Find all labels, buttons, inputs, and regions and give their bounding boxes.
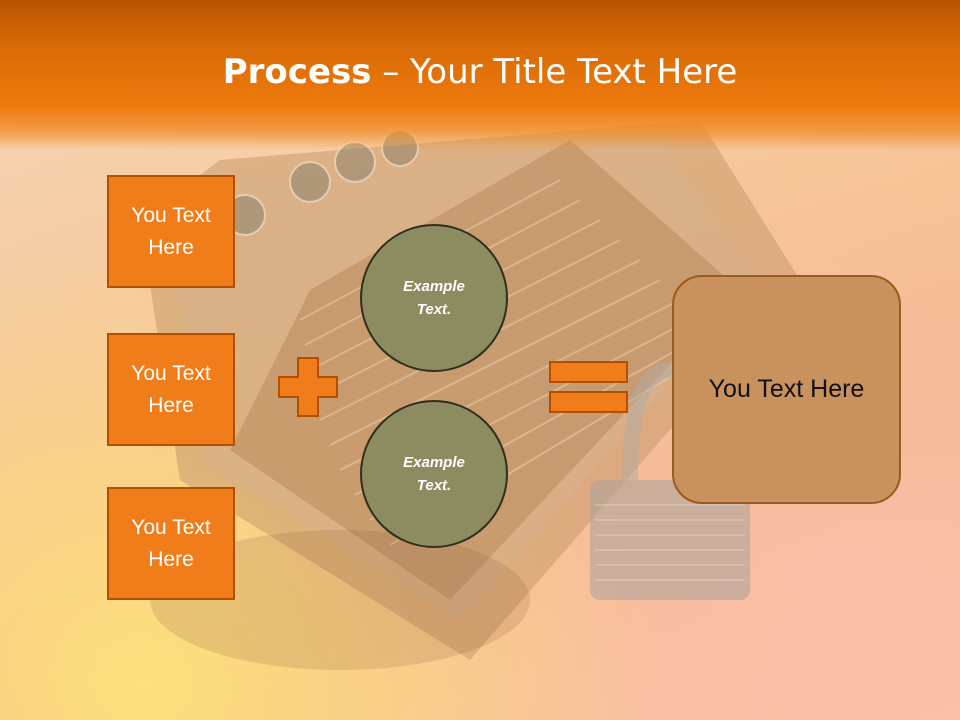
result-box: You Text Here [672, 275, 901, 504]
result-label: You Text Here [708, 375, 865, 403]
circle-label: Example Text. [403, 278, 465, 318]
text-box-3: You Text Here [107, 487, 235, 600]
text-box-2: You Text Here [107, 333, 235, 446]
text-box-label: You Text Here [131, 203, 211, 259]
title-bold: Process [222, 52, 372, 92]
example-circle-2: Example Text. [360, 400, 508, 548]
slide-title: Process – Your Title Text Here [0, 52, 960, 92]
plus-icon [278, 357, 338, 417]
text-box-label: You Text Here [131, 361, 211, 417]
title-rest: – Your Title Text Here [371, 52, 738, 92]
example-circle-1: Example Text. [360, 224, 508, 372]
text-box-label: You Text Here [131, 515, 211, 571]
title-bar [0, 0, 960, 150]
equals-icon [549, 361, 628, 413]
circle-label: Example Text. [403, 454, 465, 494]
text-box-1: You Text Here [107, 175, 235, 288]
tablet-padlock-illustration [140, 120, 800, 670]
